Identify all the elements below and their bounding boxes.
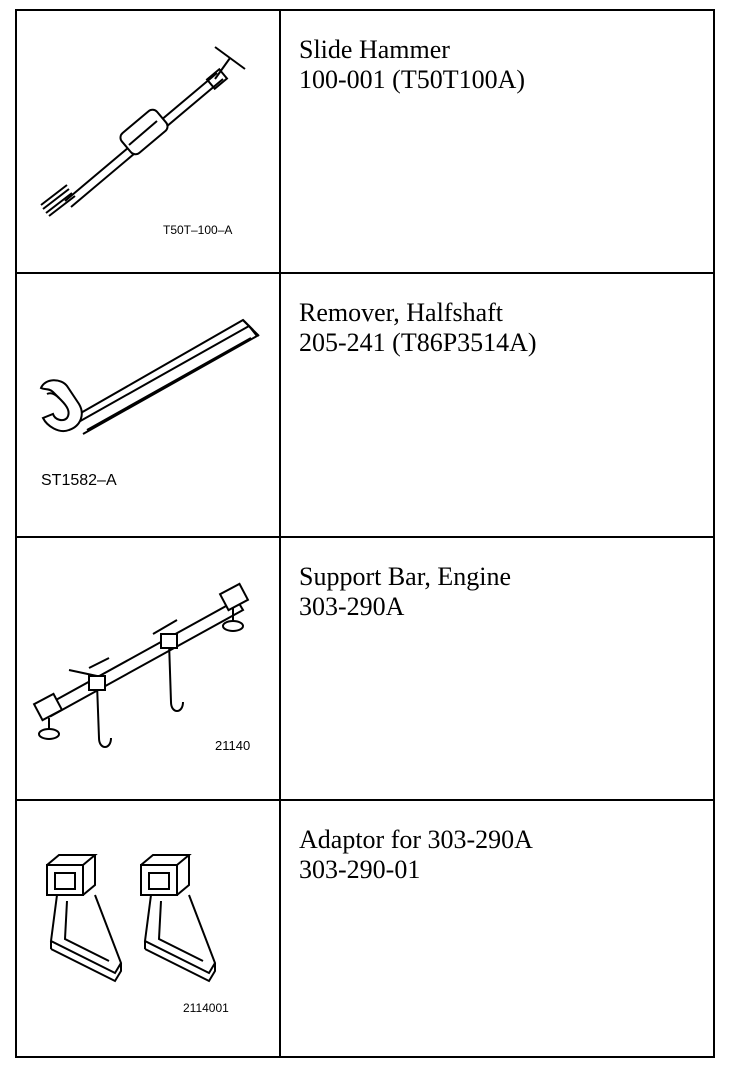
table-row: 2114001 Adaptor for 303-290A 303-290-01 <box>17 801 713 1056</box>
tool-image-cell: T50T–100–A <box>17 11 281 272</box>
tool-image-cell: ST1582–A <box>17 274 281 536</box>
table-row: T50T–100–A Slide Hammer 100-001 (T50T100… <box>17 11 713 274</box>
tool-image-cell: 2114001 <box>17 801 281 1056</box>
halfshaft-remover-icon <box>39 318 260 435</box>
figure-ref-label: 21140 <box>215 738 251 753</box>
tool-number: 205-241 (T86P3514A) <box>299 328 537 357</box>
tool-number: 100-001 (T50T100A) <box>299 65 526 94</box>
special-tools-table: T50T–100–A Slide Hammer 100-001 (T50T100… <box>15 9 715 1058</box>
tool-name: Support Bar, Engine <box>299 562 511 591</box>
engine-support-bar-icon <box>32 582 250 748</box>
slide-hammer-icon <box>40 46 246 217</box>
tool-description-cell: Adaptor for 303-290A 303-290-01 <box>283 801 713 1056</box>
tool-description-cell: Support Bar, Engine 303-290A <box>283 538 713 799</box>
tool-image-cell: 21140 <box>17 538 281 799</box>
figure-ref-label: T50T–100–A <box>163 223 233 237</box>
table-row: ST1582–A Remover, Halfshaft 205-241 (T86… <box>17 274 713 538</box>
tool-number: 303-290-01 <box>299 855 421 884</box>
figure-ref-label: 2114001 <box>183 1001 229 1015</box>
tool-name: Adaptor for 303-290A <box>299 825 533 854</box>
tool-description-cell: Slide Hammer 100-001 (T50T100A) <box>283 11 713 272</box>
table-row: 21140 Support Bar, Engine 303-290A <box>17 538 713 801</box>
tool-number: 303-290A <box>299 592 405 621</box>
tool-name: Remover, Halfshaft <box>299 298 504 327</box>
support-bar-adaptor-icon <box>46 854 217 983</box>
figure-ref-label: ST1582–A <box>41 472 117 489</box>
tool-description-cell: Remover, Halfshaft 205-241 (T86P3514A) <box>283 274 713 536</box>
tool-name: Slide Hammer <box>299 35 450 64</box>
